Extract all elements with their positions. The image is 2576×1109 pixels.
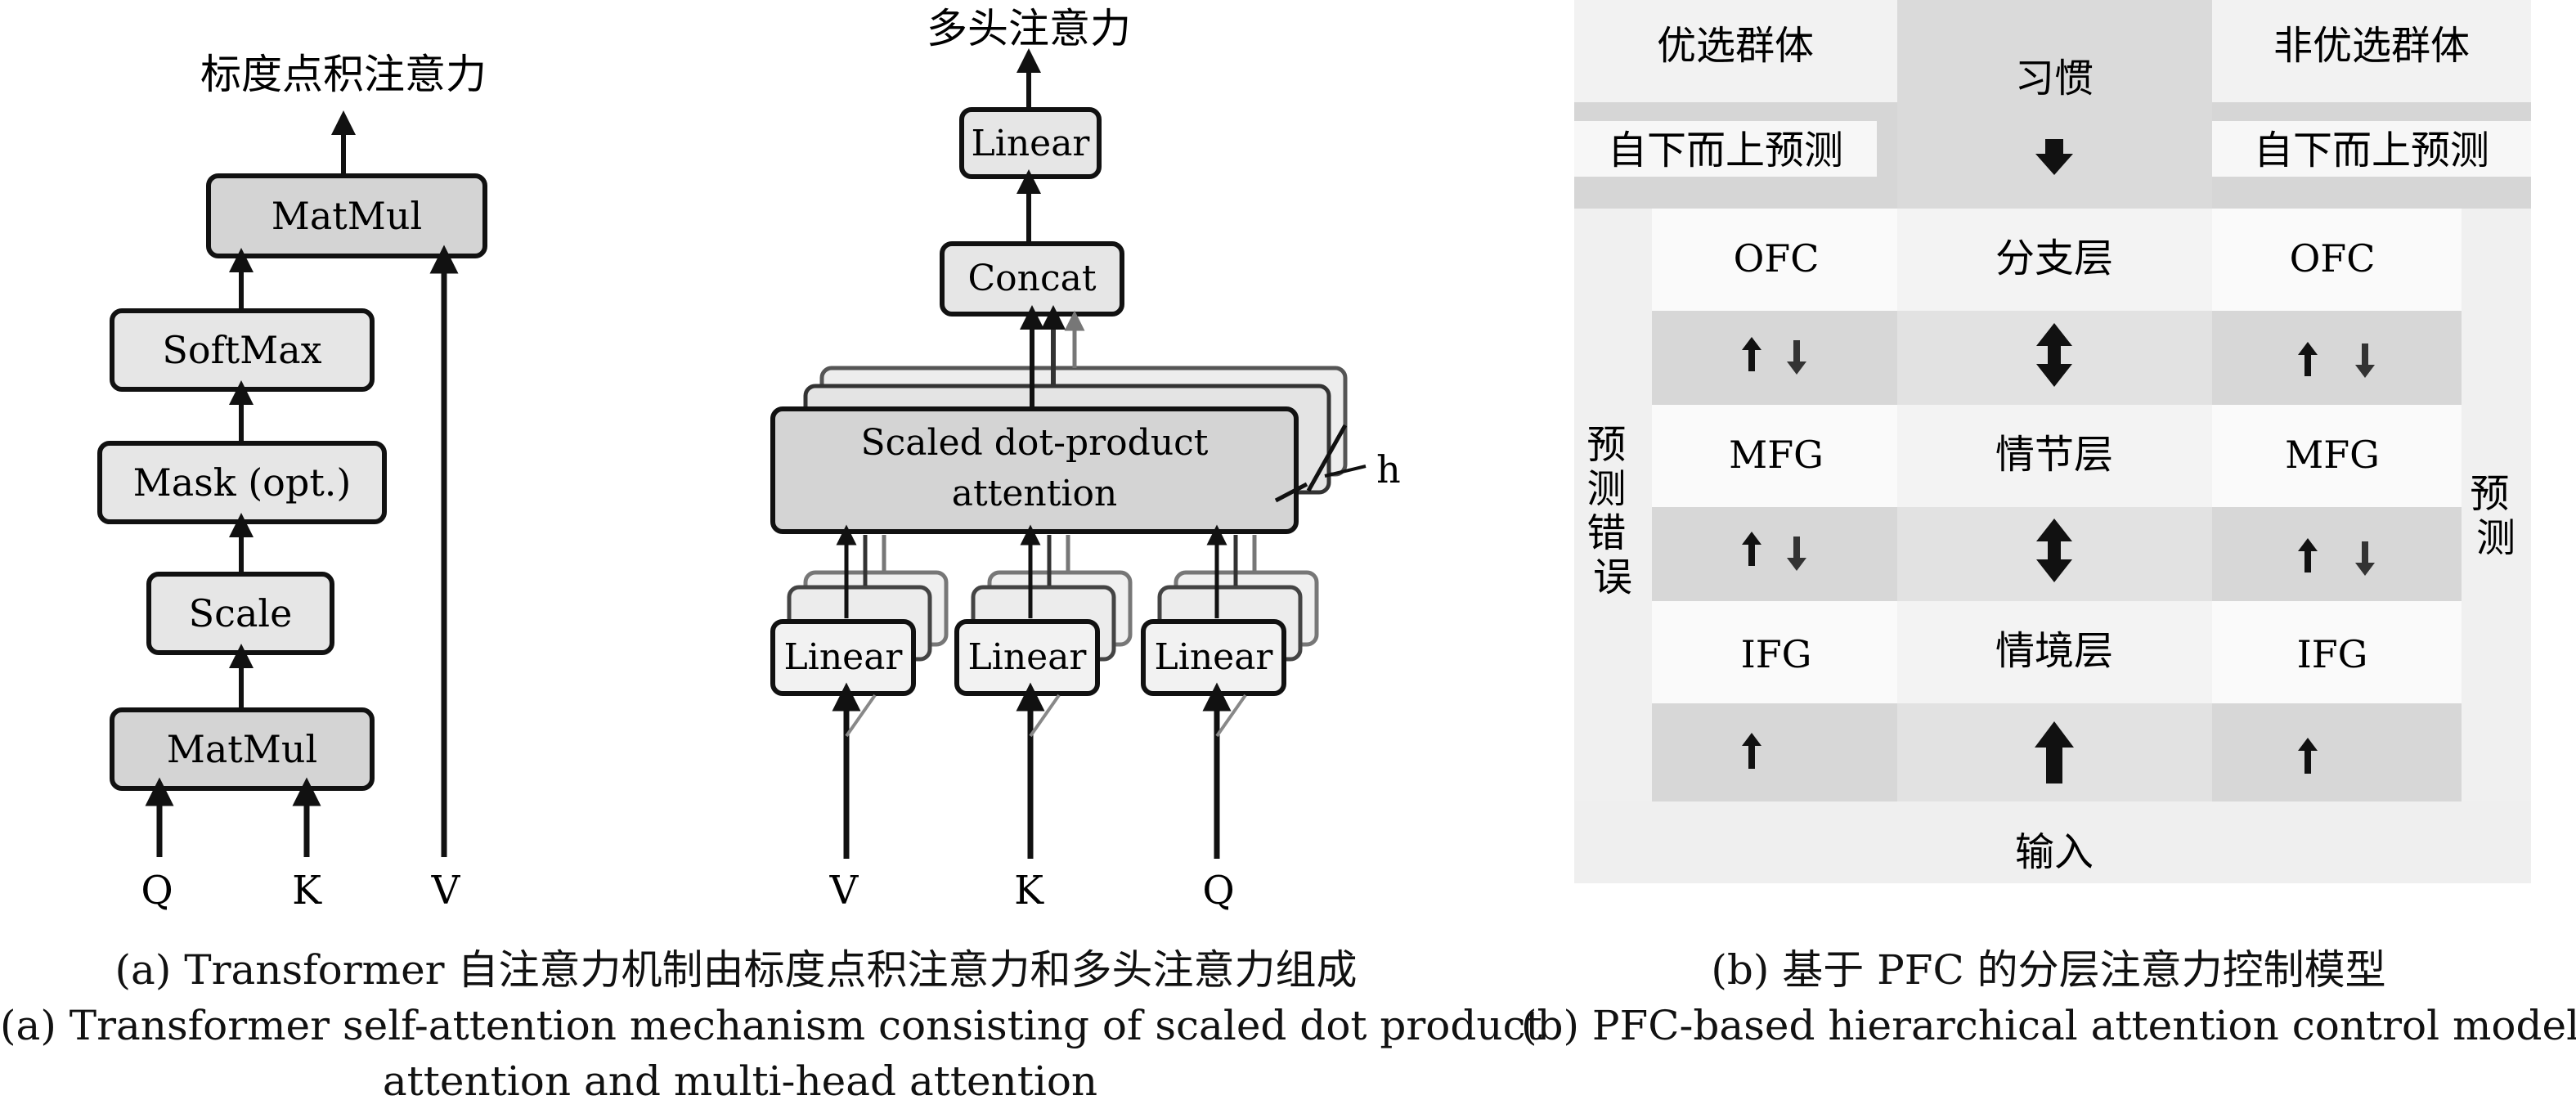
softmax-label: SoftMax xyxy=(162,328,321,372)
row-ifg-left: IFG xyxy=(1741,632,1812,676)
input-k: K xyxy=(292,868,322,914)
row-ofc-left: OFC xyxy=(1734,236,1820,281)
caption-left-en-2: attention and multi-head attention xyxy=(382,1057,1098,1105)
header-center: 习惯 xyxy=(2015,56,2094,101)
up-arrow-icon xyxy=(1742,337,1761,371)
mha-diagram: 多头注意力 Linear Concat Scaled dot-product a… xyxy=(770,5,1401,914)
header-right-bg xyxy=(2212,0,2531,102)
input-q: Q xyxy=(141,868,173,914)
linear-top-label: Linear xyxy=(972,123,1091,164)
sdpa-head-line2: attention xyxy=(952,473,1118,514)
input-row-bg xyxy=(1574,801,2531,883)
down-arrow-icon xyxy=(2355,343,2375,378)
h-leader xyxy=(1324,465,1367,478)
matmul-bottom-box xyxy=(110,707,375,791)
center-col-ifg xyxy=(1897,601,2212,703)
bottomup-right: 自下而上预测 xyxy=(2254,128,2489,173)
linear-q-label: Linear xyxy=(1155,636,1274,678)
down-arrow-icon xyxy=(2355,541,2375,576)
side-left-label: 预 测 错 误 xyxy=(1586,422,1638,600)
up-arrow-icon xyxy=(2298,538,2318,572)
caption-left-zh: (a) Transformer 自注意力机制由标度点积注意力和多头注意力组成 xyxy=(114,946,1358,994)
row-ifg-center: 情境层 xyxy=(1995,628,2113,674)
matmul-top-label: MatMul xyxy=(272,194,422,238)
mha-input-v: V xyxy=(829,868,859,914)
row-ofc-right: OFC xyxy=(2290,236,2376,281)
side-right-bg xyxy=(2462,209,2531,801)
caption-right-en: (b) PFC-based hierarchical attention con… xyxy=(1521,1002,2576,1049)
center-col-mfg xyxy=(1897,405,2212,507)
h-bracket xyxy=(1274,424,1348,503)
mask-label: Mask (opt.) xyxy=(133,460,352,505)
up-arrow-icon xyxy=(2298,738,2318,774)
mha-input-q: Q xyxy=(1202,868,1234,914)
pfc-diagram: 优选群体 习惯 非优选群体 自下而上预测 自下而上预测 预 测 错 误 预 测 … xyxy=(1574,0,2531,883)
bottomup-left: 自下而上预测 xyxy=(1608,128,1843,173)
side-right-label: 预 测 xyxy=(2470,471,2521,561)
double-arrow-icon xyxy=(2036,519,2072,582)
up-arrow-icon xyxy=(1742,733,1761,769)
sdpa-diagram: 标度点积注意力 MatMul SoftMax Mask (opt.) Scale… xyxy=(97,51,487,914)
down-arrow-icon xyxy=(1787,537,1806,571)
sdpa-head-line1: Scaled dot-product xyxy=(860,422,1208,464)
row-ifg-right: IFG xyxy=(2297,632,2368,676)
row-mfg-left: MFG xyxy=(1729,433,1824,477)
bold-up-arrow-icon xyxy=(2035,721,2074,783)
mha-input-k: K xyxy=(1014,868,1044,914)
row-ofc-center: 分支层 xyxy=(1995,236,2113,281)
header-center-bg xyxy=(1897,0,2212,209)
row-mfg-right: MFG xyxy=(2285,433,2380,477)
concat-label: Concat xyxy=(967,258,1096,299)
input-v: V xyxy=(431,868,461,914)
linear-stack-v xyxy=(770,570,949,696)
header-left-bg xyxy=(1574,0,1897,102)
down-arrow-icon xyxy=(1787,340,1806,375)
bottomup-right-label-bg xyxy=(2212,121,2531,177)
up-arrow-icon xyxy=(2298,342,2318,376)
mha-title: 多头注意力 xyxy=(927,5,1131,52)
center-col-ofc xyxy=(1897,209,2212,311)
up-arrow-icon xyxy=(1742,532,1761,566)
input-label: 输入 xyxy=(2015,829,2094,875)
side-left-bg xyxy=(1574,209,1652,801)
linear-v-label: Linear xyxy=(784,636,904,678)
linear-stack-q xyxy=(1141,570,1319,696)
header-right: 非优选群体 xyxy=(2273,23,2470,69)
habit-down-arrow xyxy=(2035,139,2073,175)
matmul-bottom-label: MatMul xyxy=(167,727,317,771)
bottomup-left-label-bg xyxy=(1574,121,1877,177)
header-left: 优选群体 xyxy=(1657,23,1814,69)
caption-left-en-1: (a) Transformer self-attention mechanism… xyxy=(0,1002,1542,1049)
linear-stack-k xyxy=(954,570,1133,696)
double-arrow-icon xyxy=(2036,323,2072,387)
matmul-top-box xyxy=(206,173,487,258)
scale-label: Scale xyxy=(189,591,293,635)
h-label: h xyxy=(1376,447,1401,492)
sdpa-title: 标度点积注意力 xyxy=(200,51,487,98)
linear-k-label: Linear xyxy=(968,636,1088,678)
row-mfg-center: 情节层 xyxy=(1995,432,2113,478)
caption-right-zh: (b) 基于 PFC 的分层注意力控制模型 xyxy=(1711,946,2386,994)
